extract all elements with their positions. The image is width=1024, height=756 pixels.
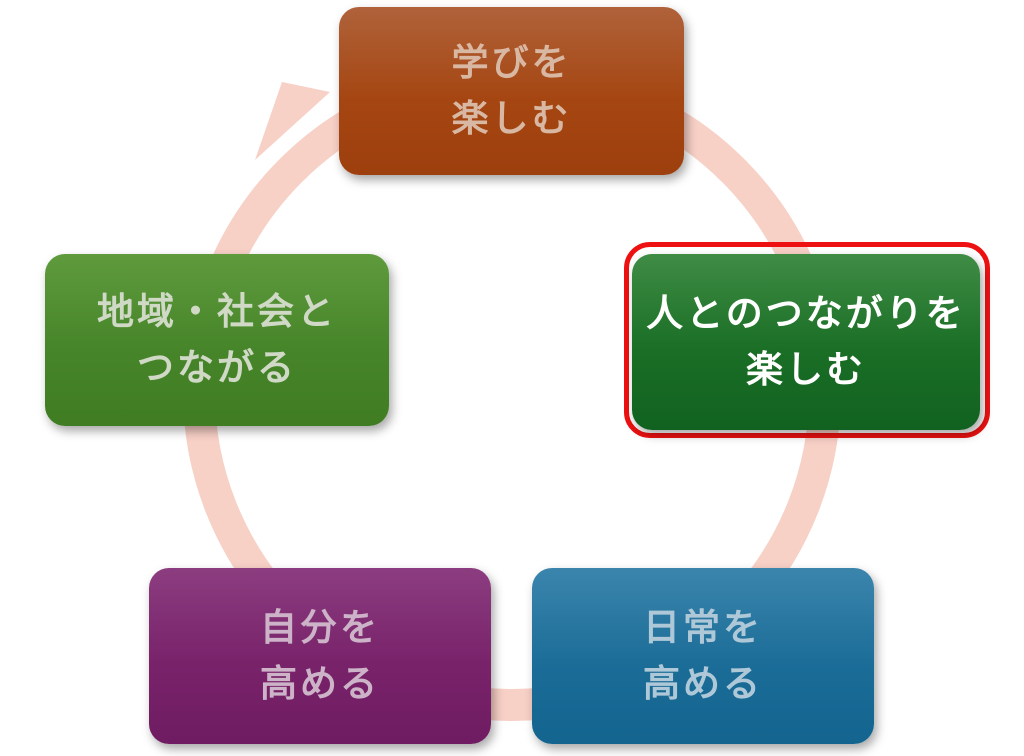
highlight-frame — [624, 242, 990, 438]
node-enjoy-learning: 学びを 楽しむ — [339, 7, 684, 175]
node-enjoy-connections-line-1: 人とのつながりを — [646, 292, 966, 335]
node-enjoy-connections-line-2: 楽しむ — [746, 348, 866, 391]
node-enjoy-learning-line-2: 楽しむ — [451, 97, 572, 140]
node-improve-daily-life-line-2: 高める — [643, 662, 763, 705]
node-connect-community: 地域・社会と つながる — [45, 254, 389, 426]
node-enjoy-learning-line-1: 学びを — [451, 41, 572, 84]
cycle-arrow-head — [255, 82, 330, 160]
node-improve-daily-life: 日常を 高める — [532, 568, 874, 744]
node-enjoy-connections: 人とのつながりを 楽しむ — [632, 254, 980, 430]
node-improve-self-line-2: 高める — [260, 662, 380, 705]
node-connect-community-line-2: つながる — [137, 346, 297, 389]
node-improve-self-line-1: 自分を — [260, 606, 380, 649]
node-connect-community-line-1: 地域・社会と — [97, 290, 337, 333]
node-improve-daily-life-line-1: 日常を — [643, 606, 763, 649]
node-improve-self: 自分を 高める — [149, 568, 491, 744]
